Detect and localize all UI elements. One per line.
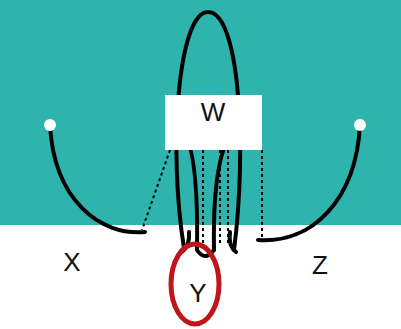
right-strand xyxy=(258,125,360,240)
dotted-link xyxy=(219,150,221,244)
dotted-link xyxy=(202,150,204,244)
left-strand xyxy=(50,125,145,232)
dotted-link xyxy=(142,150,170,230)
hook xyxy=(230,232,236,252)
dotted-link xyxy=(261,150,263,238)
box-label: W xyxy=(199,99,228,125)
part-label: X xyxy=(63,249,80,275)
dotted-link xyxy=(227,150,229,244)
part-label: Y xyxy=(189,280,206,306)
anchor-dot xyxy=(354,119,366,131)
white-box: W xyxy=(165,95,262,150)
anchor-dot xyxy=(44,119,56,131)
part-label: Z xyxy=(312,252,328,278)
red-ring xyxy=(171,244,219,324)
